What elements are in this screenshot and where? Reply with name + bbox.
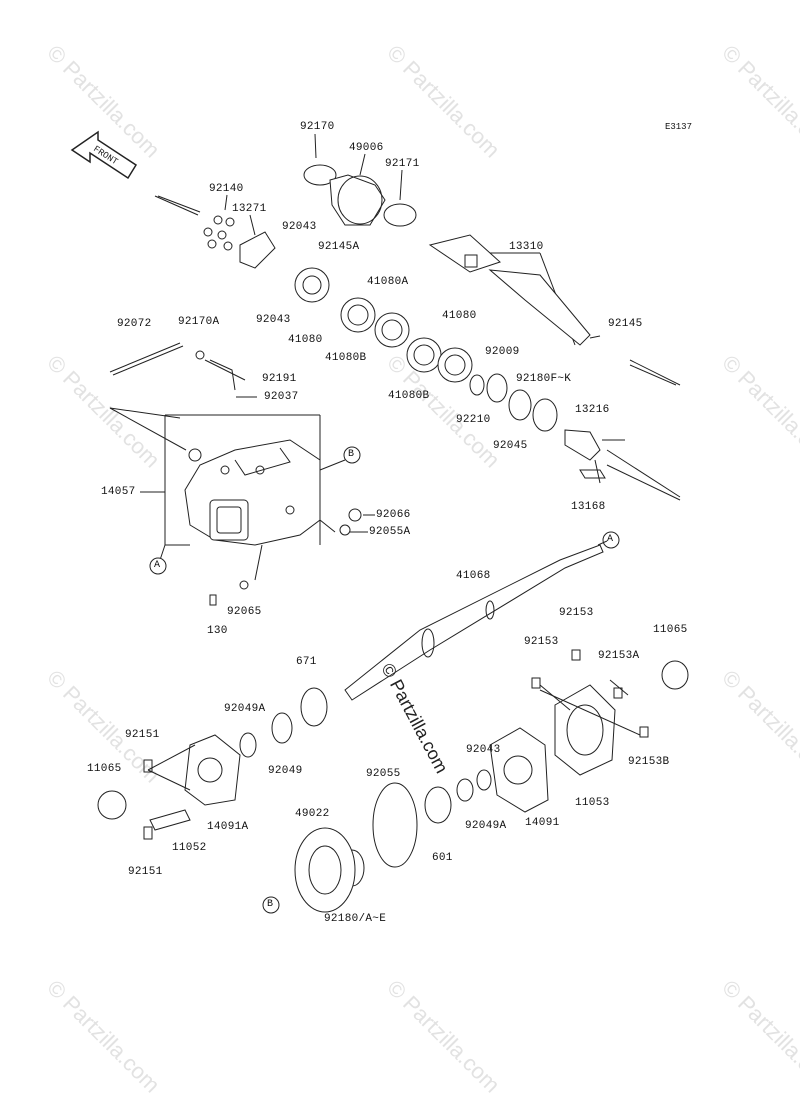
part-label[interactable]: 11053 [575,797,610,809]
part-label[interactable]: 601 [432,852,453,864]
diagram-artwork: FRONT [70,130,689,914]
part-label[interactable]: 11052 [172,842,207,854]
part-label[interactable]: 92055A [369,526,411,538]
part-label[interactable]: 92153 [559,607,594,619]
part-label[interactable]: 92180F~K [516,373,572,385]
part-label[interactable]: 92153B [628,756,670,768]
clutch-plates [294,267,473,383]
part-label[interactable]: 92153 [524,636,559,648]
ref-mark-b: B [348,449,355,460]
part-label[interactable]: 13310 [509,241,544,253]
part-label[interactable]: 13216 [575,404,610,416]
front-arrow-icon: FRONT [70,130,138,180]
part-label[interactable]: 92140 [209,183,244,195]
part-label[interactable]: 92151 [128,866,163,878]
part-label[interactable]: 13271 [232,203,267,215]
part-label[interactable]: 41080B [388,390,430,402]
part-label[interactable]: 11065 [653,624,688,636]
part-label[interactable]: 41080 [288,334,323,346]
part-label[interactable]: 92191 [262,373,297,385]
part-label[interactable]: 671 [296,656,317,668]
part-label[interactable]: 41080A [367,276,409,288]
diagram-code: E3137 [664,122,692,132]
part-label[interactable]: 92170A [178,316,220,328]
ref-mark-a: A [607,534,614,545]
part-label[interactable]: 92171 [385,158,420,170]
part-label[interactable]: 92043 [282,221,317,233]
part-label[interactable]: 92043 [256,314,291,326]
boot-49006 [303,164,417,227]
part-label[interactable]: 14091 [525,817,560,829]
drive-shaft-41068 [344,544,604,701]
part-label[interactable]: 92049A [465,820,507,832]
part-label[interactable]: 92153A [598,650,640,662]
cover-11053 [554,684,616,776]
ref-mark-a: A [154,560,161,571]
part-label[interactable]: 92072 [117,318,152,330]
part-label[interactable]: 41080 [442,310,477,322]
housing-14091A [184,734,241,806]
parts-diagram: © Partzilla.com © Partzilla.com © Partzi… [42,40,800,1098]
part-label[interactable]: 92170 [300,121,335,133]
part-label[interactable]: 92151 [125,729,160,741]
housing-14091 [489,727,549,813]
part-label[interactable]: 11065 [87,763,122,775]
part-label[interactable]: 14091A [207,821,249,833]
part-label[interactable]: 92066 [376,509,411,521]
part-label[interactable]: 49006 [349,142,384,154]
part-label[interactable]: 14057 [101,486,136,498]
part-label[interactable]: 41080B [325,352,367,364]
part-label[interactable]: 92045 [493,440,528,452]
part-label[interactable]: 92009 [485,346,520,358]
propeller-shaft-13310 [428,234,591,346]
part-label[interactable]: 130 [207,625,228,637]
part-label[interactable]: 92049 [268,765,303,777]
part-label[interactable]: 92043 [466,744,501,756]
part-label[interactable]: 92145 [608,318,643,330]
part-label[interactable]: 49022 [295,808,330,820]
part-label[interactable]: 92049A [224,703,266,715]
part-label[interactable]: 92037 [264,391,299,403]
part-label[interactable]: 41068 [456,570,491,582]
part-label[interactable]: 92210 [456,414,491,426]
part-label[interactable]: 92145A [318,241,360,253]
part-label[interactable]: 13168 [571,501,606,513]
part-label[interactable]: 92180/A~E [324,913,387,925]
part-label[interactable]: 92065 [227,606,262,618]
gear-case-14057 [184,439,321,546]
part-label[interactable]: 92055 [366,768,401,780]
ref-mark-b: B [267,899,274,910]
ring-gear-49022 [294,827,356,913]
